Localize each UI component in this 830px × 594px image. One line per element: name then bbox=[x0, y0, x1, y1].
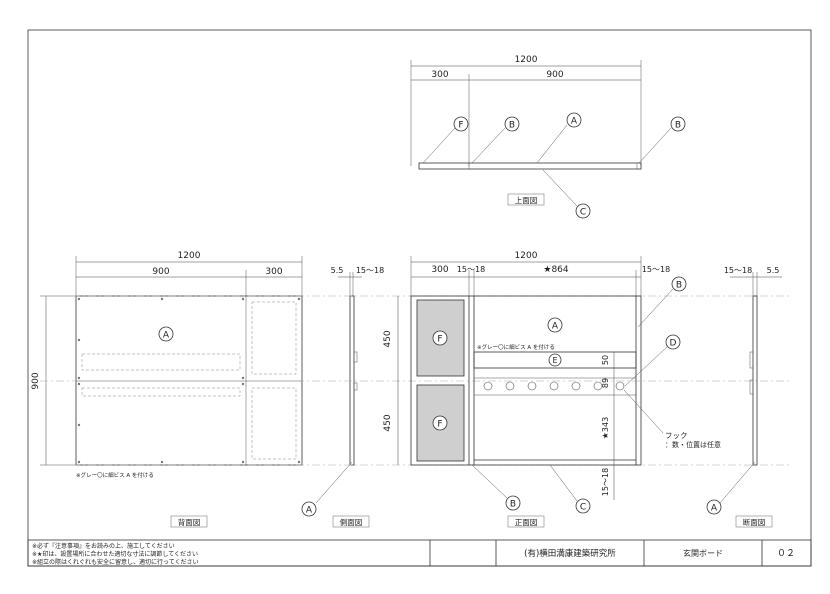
back-dim-height: 900 bbox=[31, 372, 41, 389]
sheet-number: ０２ bbox=[777, 549, 795, 559]
section-view-title: 断面図 bbox=[743, 517, 766, 527]
top-view: 1200 300 900 F B A B C 上面図 bbox=[410, 55, 686, 219]
side-dim-b: 15～18 bbox=[356, 266, 384, 275]
back-dim-overall: 1200 bbox=[178, 251, 201, 261]
top-label-f: F bbox=[458, 121, 463, 131]
back-note: ※グレー〇に細ビス A を付ける bbox=[76, 471, 154, 479]
section-dim-a: 15～18 bbox=[724, 266, 752, 275]
back-view-title: 背面図 bbox=[178, 517, 201, 527]
title-note-3: ※組立の際はくれぐれも安全に留意し、適切に行ってください bbox=[32, 558, 199, 566]
back-board bbox=[75, 295, 303, 466]
front-label-c: C bbox=[580, 503, 586, 513]
front-dim-upper: 450 bbox=[383, 330, 393, 347]
front-label-f1: F bbox=[437, 335, 442, 345]
top-label-c: C bbox=[580, 208, 586, 218]
front-label-e: E bbox=[552, 356, 557, 365]
front-note: ※グレー〇に細ビス A を付ける bbox=[477, 343, 555, 351]
front-label-d: D bbox=[670, 339, 677, 349]
back-dim-left: 900 bbox=[152, 267, 169, 277]
front-label-f2: F bbox=[437, 420, 442, 430]
section-dim-b: 5.5 bbox=[767, 266, 780, 275]
front-dim-r89: 89 bbox=[601, 378, 610, 388]
side-dim-a: 5.5 bbox=[331, 266, 344, 275]
top-label-a: A bbox=[571, 117, 578, 127]
sheet-border bbox=[27, 29, 812, 567]
front-view-title: 正面図 bbox=[515, 518, 538, 527]
hook-row bbox=[483, 381, 625, 391]
top-label-b2: B bbox=[675, 121, 681, 131]
top-dim-left: 300 bbox=[431, 70, 448, 80]
back-view: 1200 900 300 900 A ※グレー〇に細ビス A を付ける 背面図 bbox=[31, 251, 303, 528]
company-name: (有)横田満康建築研究所 bbox=[524, 548, 616, 559]
section-board bbox=[752, 295, 758, 466]
side-view: 5.5 15～18 A 側面図 bbox=[301, 266, 384, 528]
front-hook-desc: ：数・位置は任意 bbox=[665, 440, 721, 449]
front-dim-d3: ★864 bbox=[543, 265, 569, 275]
front-rail-e bbox=[473, 351, 637, 369]
front-label-b-top: B bbox=[676, 281, 682, 291]
back-label-a: A bbox=[163, 331, 170, 341]
front-dim-lower: 450 bbox=[383, 414, 393, 431]
front-dim-r50: 50 bbox=[601, 355, 610, 365]
side-board bbox=[349, 295, 355, 466]
top-view-title: 上面図 bbox=[515, 196, 538, 205]
top-board bbox=[418, 162, 642, 170]
drawing-name: 玄関ボード bbox=[683, 548, 723, 558]
front-hook-title: フック bbox=[665, 431, 688, 440]
front-dim-d2: 15～18 bbox=[457, 265, 485, 274]
back-dim-right: 300 bbox=[265, 267, 282, 277]
front-dim-r1518: 15～18 bbox=[601, 468, 610, 496]
front-board bbox=[410, 295, 642, 466]
top-dim-right: 900 bbox=[546, 70, 563, 80]
front-dim-overall: 1200 bbox=[515, 251, 538, 261]
top-dim-overall: 1200 bbox=[515, 55, 538, 65]
side-label-a: A bbox=[306, 506, 313, 516]
front-dim-d4: 15～18 bbox=[642, 265, 670, 274]
section-view: 15～18 5.5 A 断面図 bbox=[706, 266, 782, 528]
front-dim-r343: ★343 bbox=[601, 417, 610, 439]
title-block: ※必ず『注意事項』をお読みの上、施工してください ※★印は、設置場所に合わせた適… bbox=[27, 539, 812, 567]
title-note-1: ※必ず『注意事項』をお読みの上、施工してください bbox=[32, 542, 175, 550]
title-note-2: ※★印は、設置場所に合わせた適切な寸法に調節してください bbox=[32, 550, 198, 558]
section-label-a: A bbox=[711, 504, 718, 514]
top-label-b1: B bbox=[509, 121, 515, 131]
front-dim-d1: 300 bbox=[431, 265, 448, 275]
front-label-a: A bbox=[552, 322, 559, 332]
front-view: 1200 300 15～18 ★864 15～18 450 450 F F E … bbox=[383, 251, 721, 528]
side-view-title: 側面図 bbox=[340, 517, 363, 527]
front-label-b-bottom: B bbox=[510, 500, 516, 510]
